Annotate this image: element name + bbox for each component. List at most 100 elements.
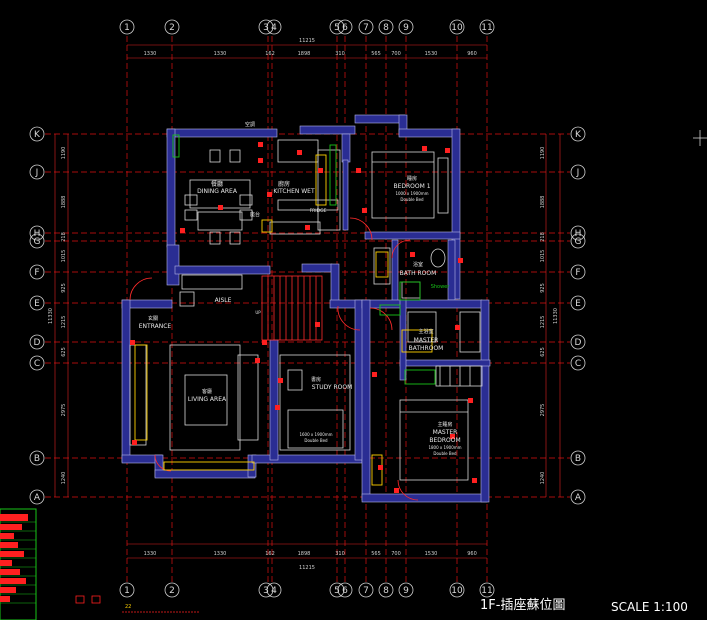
dining-label: DINING AREA (197, 188, 238, 195)
up-label: UP (255, 310, 261, 315)
grid-col-5-b: 5 (334, 586, 340, 596)
grid-col-6: 6 (342, 23, 348, 33)
grid-row-G-r: G (575, 237, 582, 247)
grid-col-6-b: 6 (342, 586, 348, 596)
grid-col-10-b: 10 (451, 586, 463, 596)
master-bed-label-2: BEDROOM (429, 437, 460, 444)
dim-right-total: 11330 (553, 308, 559, 324)
grid-col-2-b: 2 (169, 586, 175, 596)
living-label-cn: 客廳 (202, 388, 212, 395)
grid-col-3-b: 3 (263, 586, 269, 596)
grid-bubbles-top (119, 19, 495, 35)
dims-bottom: 1330 1330 162 1898 310 565 700 1530 960 … (144, 551, 477, 571)
dim-right-9: 1240 (540, 472, 546, 485)
grid-col-1: 1 (124, 23, 130, 33)
legend-number: 22 (125, 604, 131, 610)
dim-top-5: 310 (335, 51, 345, 57)
grid-row-J-r: J (576, 168, 580, 178)
dim-top-2: 1330 (214, 51, 227, 57)
dim-top-7: 700 (391, 51, 401, 57)
dim-left-7: 625 (61, 347, 67, 357)
grid-col-11: 11 (481, 23, 492, 33)
dim-bottom-4: 1898 (298, 551, 311, 557)
grid-bubbles-left (29, 126, 45, 505)
dim-left-9: 1240 (61, 472, 67, 485)
bedroom1-bed-type: Double Bed (400, 197, 424, 202)
grid-row-F: F (34, 268, 39, 278)
grid-row-K-r: K (575, 130, 582, 140)
socket-legend (75, 595, 200, 613)
dim-bottom-1: 1330 (144, 551, 157, 557)
grid-row-C: C (34, 359, 40, 369)
dim-top-8: 1530 (425, 51, 438, 57)
bedroom1-label: BEDROOM 1 (393, 183, 430, 190)
grid-labels-bottom: 1 2 3 4 5 6 7 8 9 10 11 (124, 586, 493, 596)
grid-col-10: 10 (451, 23, 463, 33)
dim-right-4: 1015 (540, 250, 546, 263)
dim-top-9: 960 (467, 51, 477, 57)
grid-col-7: 7 (363, 23, 369, 33)
shower-label: Shower (431, 284, 451, 290)
kitchen-label-cn: 廚房 (278, 180, 290, 188)
entrance-label: ENTRANCE (139, 323, 172, 330)
drawing-scale: SCALE 1:100 (611, 600, 688, 614)
grid-row-A: A (34, 493, 41, 503)
dims-right: 1190 1888 218 1015 925 1215 625 2975 124… (540, 147, 559, 485)
fridge-label: FRIDGE (310, 208, 327, 214)
yellow-fixtures (134, 154, 433, 486)
grid-col-9-b: 9 (403, 586, 409, 596)
grid-col-4-b: 4 (271, 586, 277, 596)
dim-left-6: 1215 (61, 316, 67, 329)
grid-col-9: 9 (403, 23, 409, 33)
dim-bottom-total: 11215 (299, 565, 315, 571)
grid-col-8: 8 (383, 23, 389, 33)
dim-top-4: 1898 (298, 51, 311, 57)
coffee-table (184, 374, 228, 426)
grid-row-C-r: C (575, 359, 581, 369)
grid-row-A-r: A (575, 493, 582, 503)
bedroom1-label-cn: 睡房 (407, 175, 417, 182)
dim-right-8: 2975 (540, 404, 546, 417)
room-labels: 餐廳 DINING AREA 廚房 KITCHEN WET FRIDGE 空調 … (139, 121, 462, 456)
master-bath-label-cn: 主浴室 (418, 328, 433, 335)
dim-bottom-8: 1530 (425, 551, 438, 557)
grid-col-4: 4 (271, 23, 277, 33)
study-bed-size: 1600 x 1900mm (299, 432, 332, 437)
dim-right-7: 625 (540, 347, 546, 357)
bathroom-label-cn: 浴室 (413, 261, 423, 268)
dim-bottom-6: 565 (371, 551, 381, 557)
dims-top: 1330 1330 162 1898 310 565 700 1530 960 … (144, 38, 477, 57)
living-sofa (237, 354, 259, 441)
green-fixtures (172, 134, 436, 385)
dim-right-3: 218 (540, 232, 546, 242)
dim-left-8: 2975 (61, 404, 67, 417)
seat-label: 座台 (250, 211, 260, 218)
study-label: STUDY ROOM (312, 384, 353, 391)
grid-row-H-r: H (575, 229, 582, 239)
master-bed-label-cn: 主睡房 (437, 421, 452, 428)
staircase (261, 275, 323, 341)
dim-left-3: 218 (61, 232, 67, 242)
master-bed (399, 399, 469, 481)
dim-bottom-2: 1330 (214, 551, 227, 557)
grid-row-H: H (34, 229, 41, 239)
dim-left-5: 925 (61, 283, 67, 293)
dim-right-6: 1215 (540, 316, 546, 329)
master-bed-type: Double Bed (433, 451, 457, 456)
dim-top-6: 565 (371, 51, 381, 57)
bedroom1-bed-size: 1000 x 1900mm (395, 191, 428, 196)
grid-row-E: E (34, 299, 40, 309)
grid-row-F-r: F (575, 268, 580, 278)
grid-row-B-r: B (575, 454, 581, 464)
bedroom1-bed (371, 151, 435, 219)
legend-panel (0, 508, 37, 620)
drawing-title: 1F-插座蘇位圖 (480, 598, 565, 613)
dim-left-4: 1015 (61, 250, 67, 263)
grid-row-J: J (35, 168, 39, 178)
grid-labels-top: 1 2 3 4 5 6 7 8 9 10 11 (124, 23, 493, 33)
master-bed-label-1: MASTER (433, 429, 458, 436)
master-bath-label-2: BATHROOM (409, 345, 444, 352)
grid-labels-left: K J H G F E D C B A (34, 130, 42, 503)
grid-labels-right: K J H G F E D C B A (575, 130, 583, 503)
